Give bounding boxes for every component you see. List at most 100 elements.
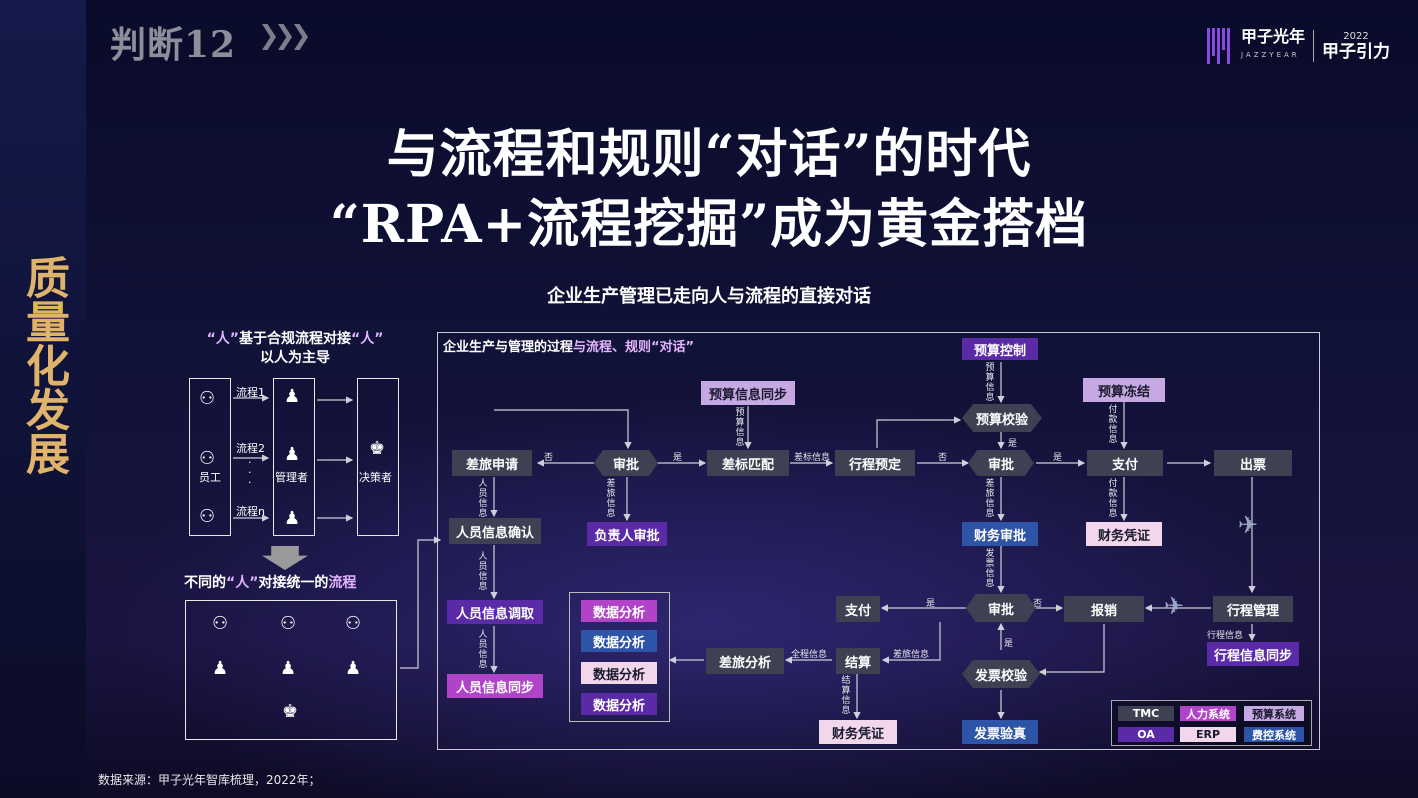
node-finance-approve: 财务审批	[962, 522, 1038, 546]
node-settle: 结算	[836, 648, 880, 674]
manager-label: 管理者	[275, 471, 308, 484]
label-settle-info: 结算信息	[841, 676, 851, 716]
manager-icon: ♟	[280, 658, 297, 679]
bottom-mid: 对接统一的	[258, 575, 329, 591]
node-data-analysis-1: 数据分析	[581, 600, 657, 622]
node-pay-1: 支付	[1087, 450, 1163, 476]
label-no-3: 否	[1033, 599, 1043, 609]
node-approve-3: 审批	[966, 594, 1036, 622]
node-trip-book: 行程预定	[835, 450, 915, 476]
node-data-analysis-2: 数据分析	[581, 630, 657, 652]
legend-hr: 人力系统	[1180, 706, 1236, 721]
page-subtitle: 企业生产管理已走向人与流程的直接对话	[547, 286, 871, 307]
staff-label: 员工	[199, 471, 221, 484]
node-travel-apply: 差旅申请	[452, 450, 532, 476]
brand-name: 甲子光年	[1240, 27, 1305, 46]
decider-label: 决策者	[359, 471, 392, 484]
node-budget-sync: 预算信息同步	[701, 381, 795, 405]
logo-icon	[1206, 28, 1233, 64]
brand-year: 2022	[1343, 31, 1369, 42]
brand-sub: JAZZYEAR	[1240, 51, 1300, 59]
quote-person-2: “人”	[351, 331, 384, 347]
people-icon: ⚇	[199, 388, 216, 409]
legend-oa: OA	[1118, 727, 1174, 742]
data-analysis-group	[569, 592, 670, 722]
label-pay-info-1: 付款信息	[1108, 405, 1118, 445]
node-person-sync: 人员信息同步	[447, 674, 543, 698]
node-finance-voucher-2: 财务凭证	[819, 720, 897, 744]
bottom-flow: 流程	[328, 575, 357, 591]
node-leader-approve: 负责人审批	[587, 522, 667, 546]
label-invoice-info: 发票信息	[985, 549, 995, 589]
node-invoice-check: 发票校验	[962, 660, 1040, 688]
node-data-analysis-3: 数据分析	[581, 662, 657, 684]
label-yes-5: 是	[1004, 639, 1014, 649]
flow2-label: 流程2	[236, 442, 265, 455]
node-std-match: 差标匹配	[707, 450, 789, 476]
label-std-info: 差标信息	[794, 453, 831, 463]
staff-box	[189, 378, 231, 536]
left-panel-bottom-heading: 不同的“人”对接统一的流程	[184, 574, 404, 593]
node-person-confirm: 人员信息确认	[449, 518, 541, 544]
flown-label: 流程n	[236, 505, 265, 518]
label-no-1: 否	[544, 453, 554, 463]
frame-title-highlight: 与流程、规则“对话”	[573, 340, 695, 355]
label-travel-info-3: 差旅信息	[893, 650, 930, 660]
people-icon: ⚇	[280, 613, 297, 634]
node-trip-sync: 行程信息同步	[1207, 642, 1299, 666]
node-reimburse: 报销	[1064, 596, 1144, 622]
label-person-info-1: 人员信息	[478, 479, 488, 519]
source-note: 数据来源：甲子光年智库梳理，2022年；	[98, 773, 321, 787]
chevron-right-icon	[262, 24, 308, 50]
people-icon: ⚇	[212, 613, 229, 634]
label-pay-info-2: 付款信息	[1108, 479, 1118, 519]
manager-icon: ♟	[284, 444, 301, 465]
node-pay-2: 支付	[836, 596, 880, 622]
node-approve-1: 审批	[594, 450, 658, 476]
legend-expense: 费控系统	[1244, 727, 1304, 742]
manager-icon: ♟	[284, 386, 301, 407]
brand-event: 甲子引力	[1322, 42, 1390, 62]
heading-mid: 基于合规流程对接	[239, 331, 351, 347]
bottom-pre: 不同的	[184, 575, 226, 591]
decider-icon: ♚	[282, 701, 299, 722]
unified-box	[185, 600, 397, 740]
legend-budget: 预算系统	[1244, 706, 1304, 721]
people-icon: ⚇	[199, 506, 216, 527]
left-panel-heading: “人”基于合规流程对接“人” 以人为主导	[180, 330, 410, 368]
label-person-info-2: 人员信息	[478, 552, 488, 592]
manager-icon: ♟	[345, 658, 362, 679]
label-full-info: 全程信息	[791, 650, 828, 660]
label-travel-info-2: 差旅信息	[985, 479, 995, 519]
node-invoice-verify: 发票验真	[962, 720, 1038, 744]
decider-box	[357, 378, 399, 536]
ellipsis: · · ·	[248, 456, 252, 489]
label-budget-info-2: 预算信息	[985, 363, 995, 403]
label-yes-3: 是	[1008, 439, 1018, 449]
bottom-quote: “人”	[226, 575, 259, 591]
sidebar-band	[0, 0, 86, 798]
heading-line2: 以人为主导	[260, 350, 330, 366]
frame-title-main: 企业生产与管理的过程	[443, 340, 574, 355]
node-person-fetch: 人员信息调取	[447, 600, 543, 624]
manager-icon: ♟	[212, 658, 229, 679]
node-finance-voucher-1: 财务凭证	[1086, 522, 1162, 546]
decider-icon: ♚	[369, 438, 386, 459]
node-approve-2: 审批	[968, 450, 1034, 476]
page-title-line1: 与流程和规则“对话”的时代	[386, 124, 1032, 185]
node-data-analysis-4: 数据分析	[581, 693, 657, 715]
label-travel-info-1: 差旅信息	[606, 479, 616, 519]
label-yes-1: 是	[673, 453, 683, 463]
node-ticket: 出票	[1214, 450, 1292, 476]
node-budget-check: 预算校验	[962, 404, 1042, 432]
node-travel-analysis: 差旅分析	[706, 648, 784, 674]
node-budget-freeze: 预算冻结	[1083, 378, 1165, 402]
people-icon: ⚇	[199, 448, 216, 469]
label-budget-info-1: 预算信息	[735, 408, 745, 448]
label-no-2: 否	[938, 453, 948, 463]
sidebar-title: 质量化发展	[18, 255, 69, 475]
people-icon: ⚇	[345, 613, 362, 634]
label-person-info-3: 人员信息	[478, 630, 488, 670]
